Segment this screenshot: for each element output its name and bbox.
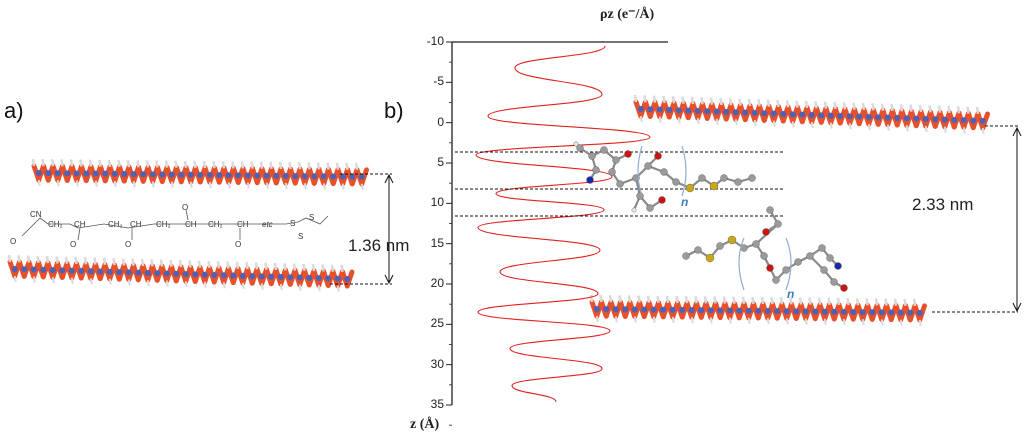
y-tick-label: -5 (433, 74, 444, 89)
clay-layers (7, 94, 990, 327)
y-tick-label: 20 (430, 276, 444, 290)
formula-backbone (39, 215, 329, 229)
formula-ch2-1: CH₂ (48, 220, 63, 229)
polymer-molecule-lower (682, 206, 848, 292)
panel-b-label: b) (384, 98, 404, 123)
y-tick-label: 25 (430, 316, 444, 331)
formula-etc: etc (262, 220, 273, 229)
polymer-molecule-upper (573, 141, 756, 213)
y-tick-label: 15 (430, 235, 444, 250)
polymer-formula-bonds (21, 209, 329, 241)
panel-a-label: a) (4, 98, 24, 123)
formula-o-2: O (70, 240, 77, 249)
formula-o-1: O (10, 237, 17, 246)
formula-s-2: S (309, 213, 315, 222)
formula-ch-1: CH (74, 220, 86, 229)
y-tick-label: 35 (430, 397, 444, 411)
density-profile-axes (446, 41, 668, 426)
x-axis-title: ρz (e⁻/Å) (600, 7, 655, 22)
formula-ch-2: CH (130, 220, 142, 229)
clay-layer-b-top (633, 94, 990, 135)
formula-s-1: S (290, 219, 296, 228)
dashed-guide-lines (330, 125, 1018, 313)
y-tick-label: 0 (437, 114, 444, 129)
repeat-unit-n-1: n (681, 195, 689, 209)
clay-layer-b-bottom (589, 294, 927, 327)
spacing-arrows (384, 126, 1022, 313)
panel-a-spacing-label: 1.36 nm (348, 236, 410, 255)
formula-ch2-2: CH₂ (108, 220, 123, 229)
formula-o-3: O (125, 240, 132, 249)
formula-ch-4: CH (237, 220, 249, 229)
formula-branch (21, 217, 41, 237)
y-tick-label: 5 (437, 155, 444, 169)
density-curve-line (475, 45, 651, 403)
spacing-arrow-a (384, 173, 394, 285)
clay-layer-a-top (31, 158, 369, 191)
formula-ch2-3: CH₂ (156, 220, 171, 229)
repeat-unit-n-2: n (787, 287, 795, 301)
density-profile-curve (475, 45, 651, 403)
repeat-bracket-lower (738, 237, 792, 291)
clay-layer-a-bottom (7, 254, 355, 292)
panel-b-spacing-label: 2.33 nm (912, 195, 974, 214)
formula-o-4: O (182, 203, 189, 212)
formula-s-3: S (298, 232, 304, 241)
y-tick-label: 30 (430, 356, 444, 371)
polymer-molecules (573, 141, 848, 292)
formula-branch (77, 227, 81, 241)
formula-branch (185, 209, 189, 221)
repeat-bracket-upper (637, 145, 687, 197)
formula-ch-3: CH (185, 220, 197, 229)
formula-ch2-4: CH₂ (208, 220, 223, 229)
spacing-arrow-b (1012, 126, 1022, 313)
y-tick-label: 10 (430, 195, 444, 210)
formula-o-5: O (235, 240, 242, 249)
y-axis-title: z (Å) (410, 417, 440, 432)
formula-cn: CN (30, 210, 42, 219)
y-tick-label: -10 (426, 34, 444, 48)
